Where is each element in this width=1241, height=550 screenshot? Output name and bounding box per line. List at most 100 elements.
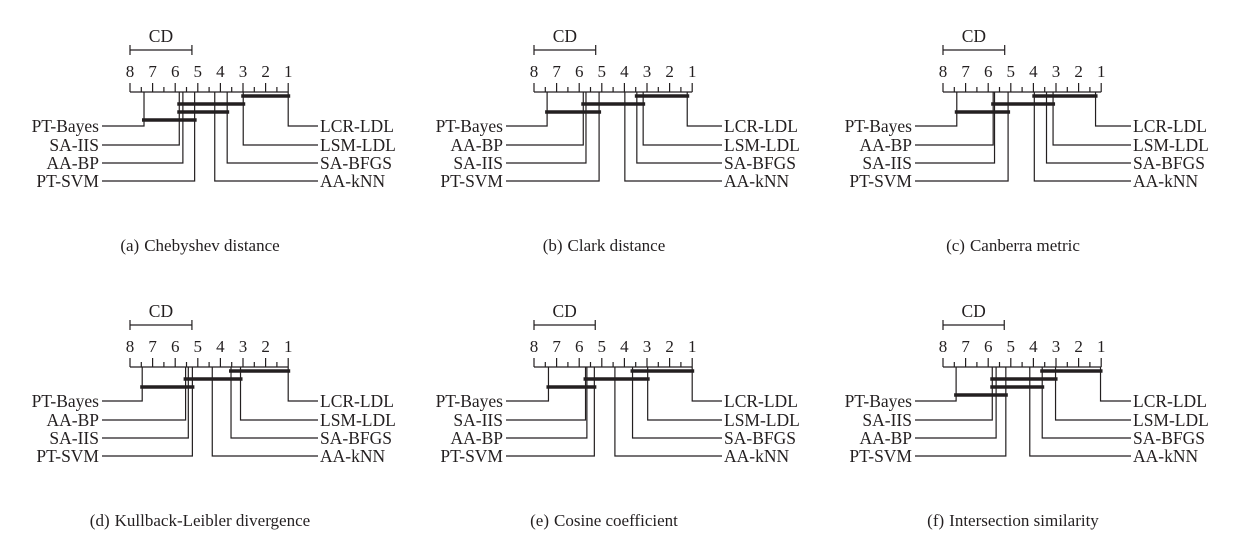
axis-tick-label: 5: [1007, 337, 1016, 356]
method-label: SA-BFGS: [724, 428, 796, 448]
rank-connector: [1099, 367, 1131, 402]
cd-label: CD: [961, 301, 985, 321]
axis-tick-label: 8: [126, 62, 135, 81]
axis-tick-label: 5: [194, 62, 203, 81]
axis-tick-label: 3: [1052, 337, 1061, 356]
axis-tick-label: 8: [126, 337, 135, 356]
rank-connector: [102, 367, 189, 439]
method-label: LCR-LDL: [724, 116, 798, 136]
rank-connector: [506, 367, 587, 421]
method-label: LSM-LDL: [724, 410, 800, 430]
rank-connector: [915, 367, 997, 439]
panel-caption: (a) Chebyshev distance: [120, 236, 279, 255]
rank-connector: [1094, 92, 1131, 127]
axis-tick-label: 1: [688, 337, 697, 356]
method-label: AA-kNN: [1133, 171, 1198, 191]
method-label: SA-BFGS: [320, 153, 392, 173]
axis-tick-label: 6: [575, 337, 584, 356]
method-label: PT-SVM: [36, 446, 99, 466]
panel-caption: (e)Cosine coefficient: [530, 511, 678, 530]
axis-tick-label: 4: [620, 62, 629, 81]
axis-tick-label: 1: [284, 62, 293, 81]
axis-tick-label: 8: [939, 62, 948, 81]
rank-connector: [642, 92, 722, 146]
method-label: SA-BFGS: [724, 153, 796, 173]
method-label: PT-SVM: [36, 171, 99, 191]
axis-tick-label: 7: [148, 62, 157, 81]
method-label: LCR-LDL: [1133, 391, 1207, 411]
method-label: PT-Bayes: [32, 116, 100, 136]
rank-connector: [915, 92, 996, 164]
caption-title: Chebyshev distance: [144, 236, 280, 255]
method-label: AA-kNN: [724, 446, 789, 466]
caption-title: Cosine coefficient: [554, 511, 678, 530]
rank-connector: [211, 367, 318, 457]
method-label: PT-Bayes: [32, 391, 100, 411]
axis-tick-label: 3: [239, 337, 248, 356]
rank-connector: [691, 367, 722, 402]
rank-connector: [506, 367, 588, 439]
rank-connector: [230, 367, 318, 439]
axis-tick-label: 7: [552, 337, 561, 356]
method-label: AA-kNN: [320, 446, 385, 466]
axis-tick-label: 5: [598, 62, 607, 81]
axis-tick-label: 5: [194, 337, 203, 356]
rank-connector: [915, 92, 958, 127]
axis-tick-label: 5: [598, 337, 607, 356]
method-label: LSM-LDL: [320, 135, 396, 155]
method-label: SA-IIS: [862, 410, 912, 430]
method-label: AA-BP: [46, 410, 99, 430]
panel-caption: (f)Intersection similarity: [927, 511, 1099, 530]
rank-connector: [239, 367, 318, 421]
axis-tick-label: 4: [1029, 62, 1038, 81]
method-label: LSM-LDL: [724, 135, 800, 155]
method-label: AA-BP: [46, 153, 99, 173]
axis-tick-label: 6: [984, 62, 993, 81]
rank-connector: [287, 92, 318, 127]
axis-tick-label: 6: [171, 62, 180, 81]
method-label: LCR-LDL: [320, 116, 394, 136]
axis-tick-label: 7: [961, 337, 970, 356]
method-label: AA-BP: [450, 135, 503, 155]
rank-connector: [102, 367, 187, 421]
rank-connector: [636, 92, 722, 164]
axis-tick-label: 2: [1074, 337, 1083, 356]
method-label: LCR-LDL: [320, 391, 394, 411]
method-label: SA-BFGS: [320, 428, 392, 448]
rank-connector: [1041, 367, 1131, 439]
cd-label: CD: [149, 26, 173, 46]
caption-label: (a): [120, 236, 139, 255]
method-label: AA-BP: [859, 428, 912, 448]
axis-tick-label: 5: [1007, 62, 1016, 81]
method-label: SA-IIS: [453, 153, 503, 173]
method-label: PT-Bayes: [845, 116, 913, 136]
axis-tick-label: 4: [216, 337, 225, 356]
axis-tick-label: 2: [665, 62, 674, 81]
rank-connector: [1054, 367, 1131, 421]
cd-label: CD: [552, 301, 576, 321]
rank-connector: [915, 92, 1009, 182]
method-label: LCR-LDL: [1133, 116, 1207, 136]
caption-title: Kullback-Leibler divergence: [115, 511, 311, 530]
axis-tick-label: 3: [643, 62, 652, 81]
axis-tick-label: 8: [939, 337, 948, 356]
method-label: SA-BFGS: [1133, 428, 1205, 448]
rank-connector: [506, 92, 548, 127]
rank-connector: [506, 92, 584, 146]
rank-connector: [287, 367, 318, 402]
caption-label: (f): [927, 511, 944, 530]
axis-tick-label: 1: [1097, 62, 1106, 81]
method-label: SA-BFGS: [1133, 153, 1205, 173]
axis-tick-label: 3: [643, 337, 652, 356]
panel-caption: (c)Canberra metric: [946, 236, 1080, 255]
axis-tick-label: 2: [261, 62, 270, 81]
method-label: PT-SVM: [440, 171, 503, 191]
axis-tick-label: 1: [284, 337, 293, 356]
method-label: LCR-LDL: [724, 391, 798, 411]
axis-tick-label: 4: [216, 62, 225, 81]
axis-tick-label: 7: [552, 62, 561, 81]
